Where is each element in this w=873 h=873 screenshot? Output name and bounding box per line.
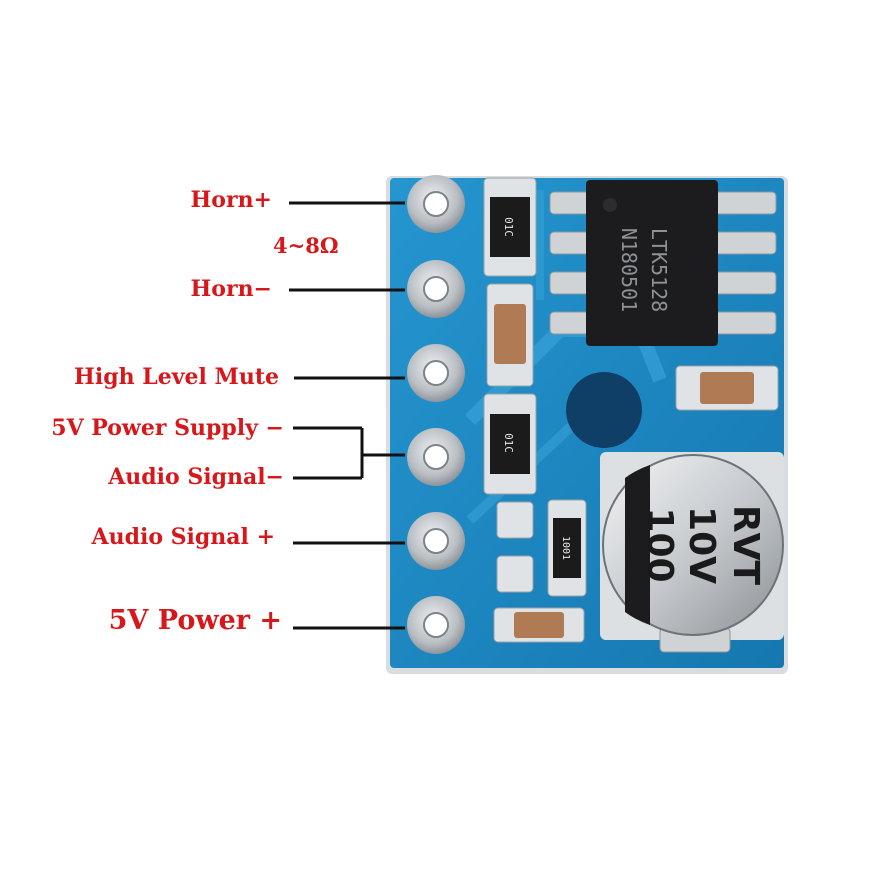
pin-horn-plus bbox=[407, 175, 465, 233]
electrolytic-capacitor: 100 10V RVT bbox=[600, 452, 784, 653]
pin-ground bbox=[407, 428, 465, 486]
amplifier-ic: LTK5128 N180501 bbox=[549, 180, 777, 346]
capacitor-value: 100 bbox=[639, 507, 680, 582]
resistor-middle-label: 01C bbox=[502, 433, 515, 453]
label-power-plus: 5V Power + bbox=[108, 605, 282, 636]
label-impedance: 4~8Ω bbox=[273, 233, 339, 258]
pin-horn-minus bbox=[407, 260, 465, 318]
label-horn-plus: Horn+ bbox=[190, 187, 272, 213]
smd-components: 01C 01C 1001 bbox=[483, 177, 779, 643]
capacitor-voltage: 10V bbox=[681, 506, 722, 584]
label-high-level-mute: High Level Mute bbox=[74, 364, 279, 390]
label-power-supply-minus: 5V Power Supply − bbox=[51, 415, 284, 441]
leader-lines bbox=[289, 201, 405, 630]
ic-marking-line2: N180501 bbox=[617, 228, 641, 312]
pin-mute bbox=[407, 344, 465, 402]
resistor-vertical-label: 1001 bbox=[560, 536, 571, 560]
label-audio-signal-minus: Audio Signal− bbox=[108, 464, 284, 490]
ic-marking-line1: LTK5128 bbox=[647, 228, 671, 312]
label-horn-minus: Horn− bbox=[190, 276, 272, 302]
resistor-top-label: 01C bbox=[502, 217, 515, 237]
header-pins bbox=[407, 175, 465, 654]
pin-audio-plus bbox=[407, 512, 465, 570]
pin-power-plus bbox=[407, 596, 465, 654]
capacitor-series: RVT bbox=[725, 505, 766, 586]
label-audio-signal-plus: Audio Signal + bbox=[91, 524, 275, 550]
